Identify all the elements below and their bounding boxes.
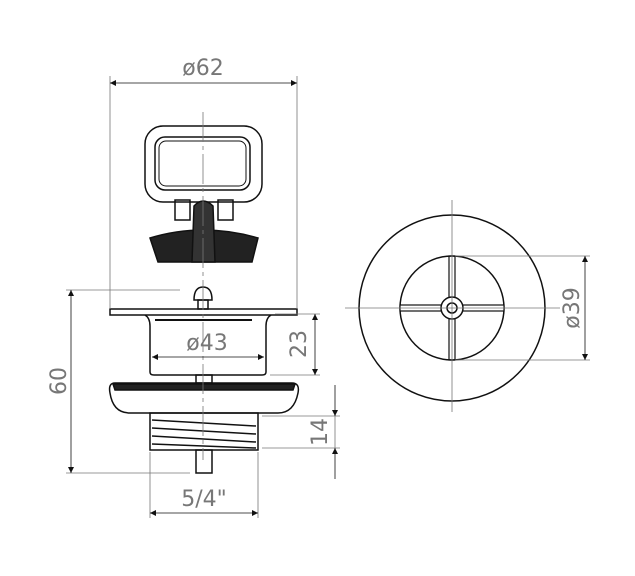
- dim-total-height: [66, 289, 190, 474]
- flange: [109, 308, 298, 316]
- label-overall-diameter: ø62: [182, 56, 223, 81]
- waste-body: [108, 286, 300, 474]
- label-total-height: 60: [47, 367, 72, 395]
- dim-thread-size: [149, 452, 259, 518]
- top-view-center-lines: [345, 200, 560, 412]
- dim-overall-diameter: [109, 76, 298, 309]
- label-basket-depth: 23: [287, 330, 312, 358]
- handle-inner: [154, 136, 251, 191]
- dim-thread-length: [262, 385, 340, 479]
- label-grate-diameter: ø39: [560, 287, 585, 328]
- dim-basket-depth: [270, 313, 320, 376]
- handle-tab-left: [174, 199, 191, 221]
- nut: [108, 382, 300, 414]
- label-basket-diameter: ø43: [186, 331, 227, 356]
- plug-handle: [144, 125, 263, 263]
- label-thread-length: 14: [308, 418, 333, 446]
- handle-tab-right: [217, 199, 234, 221]
- dim-grate-diameter: [455, 255, 590, 361]
- pin: [195, 449, 213, 474]
- thread: [149, 412, 259, 451]
- label-thread-size: 5/4": [181, 487, 227, 512]
